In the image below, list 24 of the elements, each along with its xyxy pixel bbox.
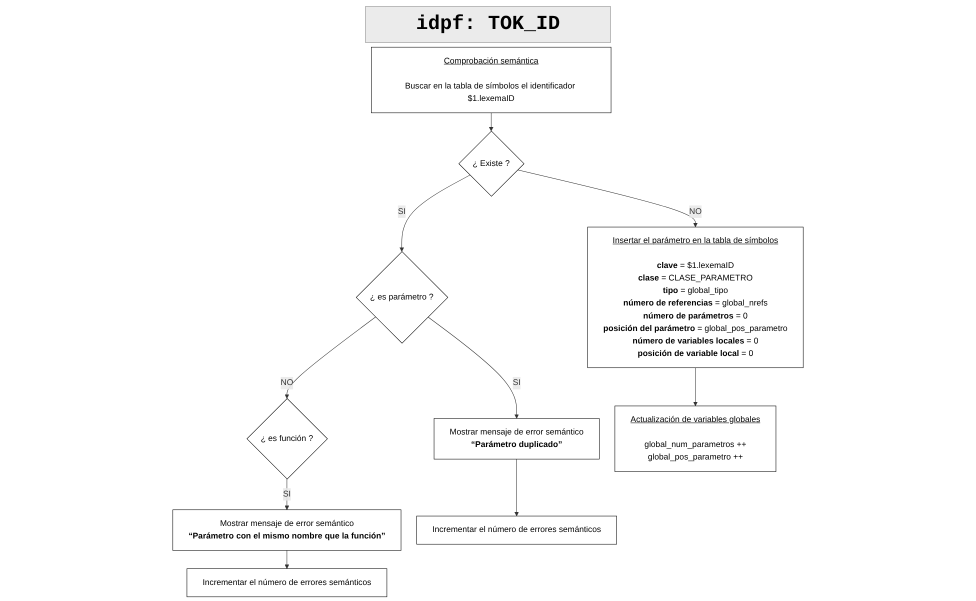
node-box: Incrementar el número de errores semánticos xyxy=(416,516,617,544)
arrow xyxy=(428,316,519,419)
arrow xyxy=(284,550,290,569)
node-diamond: ¿ Existe ? xyxy=(458,130,524,197)
node-box: Mostrar mensaje de error semántico “Parámetro duplicado” xyxy=(434,418,600,460)
edge-label: SI xyxy=(512,378,521,388)
arrow xyxy=(693,368,698,406)
node-box: Comprobación semántica Buscar en la tabla de símbolos el identificador $1.lexemaID xyxy=(371,46,612,114)
node-box: Actualización de variables globales global_num_parametros ++ global_pos_parametro ++ xyxy=(614,406,776,472)
arrow xyxy=(284,316,376,399)
node-diamond: ¿ es función ? xyxy=(246,398,328,480)
arrow xyxy=(488,112,494,132)
node-box: Mostrar mensaje de error semántico “Parámetro con el mismo nombre que la función” xyxy=(172,510,402,551)
arrow xyxy=(517,170,698,228)
title: idpf: TOK_ID xyxy=(364,6,612,43)
node-box: Incrementar el número de errores semánticos xyxy=(186,568,388,598)
edge-label: SI xyxy=(398,206,406,216)
edge-label: SI xyxy=(282,490,291,499)
edge-label: NO xyxy=(689,206,702,216)
arrow xyxy=(514,458,519,516)
edge-label: NO xyxy=(280,378,294,388)
node-diamond: ¿ es parámetro ? xyxy=(356,251,448,344)
node-box: Insertar el parámetro en la tabla de símbolos clave = $1.lexemaID clase = CLASE_PARAMETRO tipo = global_tipo número de referencias = global_nrefs número de parámetros = 0 posición del parámetro = global_pos_parametro número de variables locales = 0 posición de variable local = 0 xyxy=(587,226,804,368)
arrow xyxy=(400,174,470,252)
